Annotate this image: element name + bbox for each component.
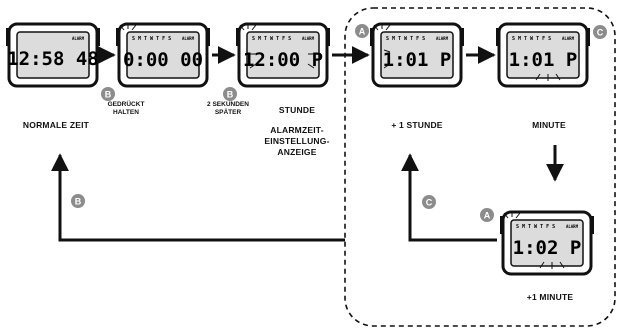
watch-normal-time: 12:58 48 ALARM (6, 22, 100, 88)
button-b-badge-3: B (71, 194, 85, 208)
label-plus-one-hour: + 1 STUNDE (391, 120, 443, 130)
label-alarm-line3: ANZEIGE (277, 147, 317, 157)
label-press-hold-line2: HALTEN (113, 109, 139, 116)
watch-display: 1:02 P (513, 237, 582, 259)
watch-plus-one-minute: S M T W T F S ALARM 1:02 P (500, 210, 594, 276)
svg-text:C: C (597, 28, 604, 38)
flash-rays-icon (239, 23, 315, 69)
button-c-badge-2: C (422, 195, 436, 209)
alarm-tag: ALARM (436, 36, 449, 41)
flash-rays-icon (373, 23, 391, 69)
svg-text:B: B (105, 90, 112, 100)
label-two-seconds-line2: SPÄTER (214, 109, 242, 116)
arrow-return-to-hour (401, 153, 497, 242)
setting-mode-dashed-region (344, 7, 616, 327)
label-press-hold-line1: GEDRÜCKT (107, 101, 145, 108)
alarm-tag: ALARM (182, 36, 195, 41)
alarm-tag: ALARM (566, 224, 579, 229)
weekday-row: S M T W T F S (516, 224, 555, 230)
watch-plus-one-hour: S M T W T F S ALARM 1:01 P (370, 22, 464, 88)
watch-display: 12:58 48 (7, 48, 99, 70)
label-two-seconds-line1: 2 SEKUNDEN (207, 101, 249, 108)
weekday-row: S M T W T F S (252, 36, 291, 42)
label-alarm-line1: ALARMZEIT- (270, 125, 324, 135)
alarm-tag: ALARM (302, 36, 315, 41)
svg-text:B: B (75, 197, 82, 207)
svg-text:C: C (426, 198, 433, 208)
alarm-tag: ALARM (562, 36, 575, 41)
watch-display: 1:01 P (509, 49, 578, 71)
weekday-row: S M T W T F S (512, 36, 551, 42)
label-minute: MINUTE (532, 120, 566, 130)
watch-zero-display: S M T W T F S ALARM 0:00 00 (116, 22, 210, 88)
flash-rays-icon (503, 211, 565, 269)
watch-display: 1:01 P (383, 49, 452, 71)
label-plus-one-minute: +1 MINUTE (526, 292, 574, 302)
watch-minute-setting: S M T W T F S ALARM 1:01 P (496, 22, 590, 88)
watch-hour-setting: S M T W T F S ALARM 12:00 P (236, 22, 330, 88)
button-a-badge: A (355, 24, 369, 38)
label-hour: STUNDE (278, 105, 316, 115)
button-a-badge-2: A (480, 208, 494, 222)
alarm-tag: ALARM (72, 36, 85, 41)
watch-display: 12:00 P (243, 49, 323, 71)
flash-rays-icon (119, 23, 137, 31)
label-normal-time: NORMALE ZEIT (22, 120, 90, 130)
button-b-badge-2: B (223, 87, 237, 101)
svg-text:B: B (227, 90, 234, 100)
weekday-row: S M T W T F S (132, 36, 171, 42)
arrow-return-to-normal (51, 153, 345, 242)
flash-rays-icon (535, 73, 561, 81)
weekday-row: S M T W T F S (386, 36, 425, 42)
label-alarm-line2: EINSTELLUNG- (264, 136, 330, 146)
svg-text:A: A (359, 27, 366, 37)
watch-display: 0:00 00 (123, 49, 203, 71)
button-c-badge: C (593, 25, 607, 39)
svg-text:A: A (484, 211, 491, 221)
button-b-badge: B (101, 87, 115, 101)
